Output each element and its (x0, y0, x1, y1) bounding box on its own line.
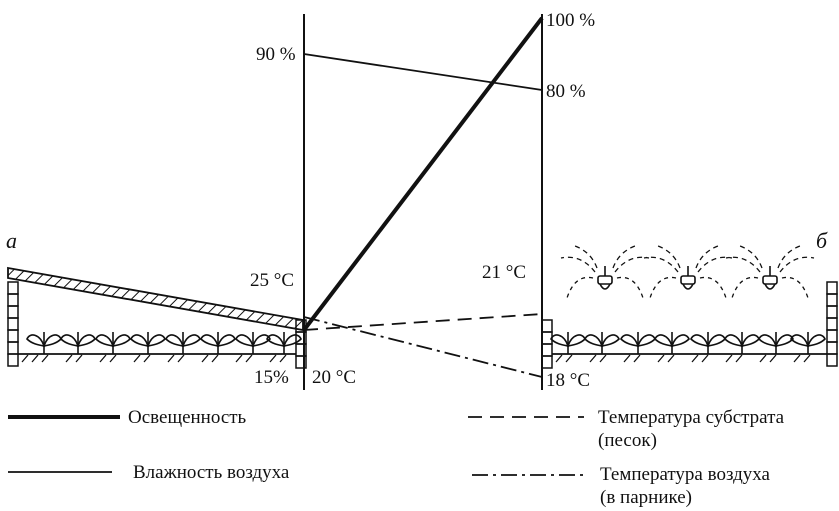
legend-label-substrate-temperature-sub: (песок) (598, 430, 657, 451)
sprinkler-icon (643, 245, 733, 299)
left-wall-outer (7, 281, 19, 367)
label-right-18c: 18 °C (546, 370, 590, 391)
plants-right (550, 331, 826, 355)
panel-letter-right: б (816, 228, 828, 253)
soil-hatch-right (555, 354, 811, 363)
label-right-100: 100 % (546, 10, 595, 31)
label-left-20c: 20 °C (312, 367, 356, 388)
series-air-humidity (303, 53, 543, 91)
legend-label-illumination: Освещенность (128, 407, 247, 428)
right-wall-inner (541, 319, 553, 369)
soil-hatch-left (21, 354, 287, 363)
legend-label-air-humidity: Влажность воздуха (133, 462, 290, 483)
label-right-80: 80 % (546, 81, 586, 102)
legend-label-substrate-temperature: Температура субстрата (598, 407, 785, 428)
greenhouse-right (541, 245, 838, 369)
right-wall-outer (826, 281, 838, 367)
label-right-21c: 21 °C (482, 262, 526, 283)
label-left-15: 15% (254, 367, 289, 388)
panel-letter-left: а (6, 228, 17, 253)
plants-left (26, 331, 302, 355)
series-air-temperature (303, 316, 543, 378)
sprinkler-icon (560, 245, 650, 299)
series-substrate-temperature (303, 313, 543, 331)
label-left-25c: 25 °C (250, 270, 294, 291)
legend-label-air-temperature: Температура воздуха (600, 464, 771, 485)
sprinkler-icon (725, 245, 815, 299)
legend-label-air-temperature-sub: (в парнике) (600, 487, 692, 508)
sprinklers (560, 245, 815, 299)
series-illumination (302, 16, 544, 332)
greenhouse-left (7, 266, 307, 369)
label-left-90: 90 % (256, 44, 296, 65)
legend: Освещенность Температура субстрата (песо… (8, 407, 785, 508)
